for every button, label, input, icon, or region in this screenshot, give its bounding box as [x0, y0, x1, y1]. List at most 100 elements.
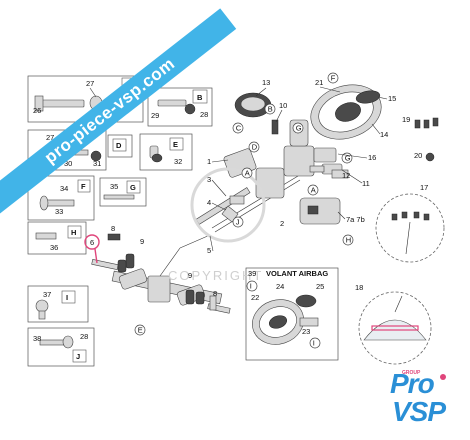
callout-28a: 28 [200, 110, 208, 119]
box-h: H 36 [27, 221, 87, 255]
callout-28b: 28 [80, 332, 88, 341]
callout-37: 37 [43, 290, 51, 299]
callout-31: 31 [93, 159, 101, 168]
cover-15 [355, 90, 381, 104]
ref-circle-e [134, 324, 146, 336]
box-g: G 35 [99, 177, 147, 207]
callout-10: 10 [279, 101, 287, 110]
boots [117, 253, 205, 305]
callout-29: 29 [151, 111, 159, 120]
callout-9a: 9 [140, 237, 144, 246]
callout-27b: 27 [46, 133, 54, 142]
callout-26: 26 [33, 106, 41, 115]
ref-circle-d [248, 141, 260, 153]
ref-letter-g: G [296, 124, 302, 133]
callout-2: 2 [280, 219, 284, 228]
brand-logo: GROUP Pro VSP [378, 364, 462, 430]
callout-20: 20 [414, 151, 422, 160]
detail-17 [375, 193, 445, 263]
callout-34: 34 [60, 184, 68, 193]
callout-17: 17 [420, 183, 428, 192]
clips [414, 117, 439, 162]
box-i-letter: I [66, 293, 68, 302]
box-g-letter: G [130, 183, 136, 192]
callout-15: 15 [388, 94, 396, 103]
box-e: E 32 [139, 133, 193, 171]
callout-32: 32 [174, 157, 182, 166]
ref-circle-c [232, 122, 244, 134]
ref-circle-g [292, 122, 304, 134]
switch-7 [299, 197, 341, 225]
ref-circle-f [327, 72, 339, 84]
callout-11: 11 [362, 179, 370, 188]
ref-letter-b: B [268, 105, 273, 114]
column-shroud [234, 92, 272, 118]
callout-24: 24 [276, 282, 284, 291]
leader-lines [209, 86, 388, 252]
brand-group-text: GROUP [402, 370, 421, 376]
callout-38: 38 [33, 334, 41, 343]
callout-12: 12 [342, 171, 350, 180]
ref-circle-a [241, 167, 253, 179]
ref-letter-i: I [313, 339, 315, 348]
callout-18: 18 [355, 283, 363, 292]
callout-23: 23 [302, 327, 310, 336]
callout-3: 3 [207, 175, 211, 184]
brand-pro-text: Pro [390, 368, 435, 399]
box-f-letter: F [81, 182, 86, 191]
ref-letter-j: J [236, 218, 240, 227]
ref-letter-h: H [346, 236, 351, 245]
callouts: 1 2 3 4 5 6 7a 7b 8 8 9 9 10 11 12 13 14… [90, 78, 428, 336]
callout-13: 13 [262, 78, 270, 87]
ref-circle-a [307, 184, 319, 196]
callout-7a-7b: 7a 7b [346, 215, 365, 224]
callout-35: 35 [110, 182, 118, 191]
ref-letter-a: A [245, 169, 250, 178]
brand-accent-dot [440, 374, 446, 380]
callout-8b: 8 [213, 289, 217, 298]
ref-letter-a: A [311, 186, 316, 195]
callout-4: 4 [207, 198, 211, 207]
box-i: I 37 [27, 285, 89, 323]
callout-21: 21 [315, 78, 323, 87]
box-e-letter: E [173, 140, 178, 149]
airbag-box [245, 267, 339, 361]
callout-1: 1 [207, 157, 211, 166]
ref-circle-h [342, 234, 354, 246]
copyright-text: COPYRIGHT [168, 268, 263, 283]
box-j-letter: J [76, 352, 80, 361]
ref-letter-g: G [345, 154, 351, 163]
ref-letter-c: C [236, 124, 242, 133]
box-d-letter: D [116, 141, 122, 150]
callout-5: 5 [207, 246, 211, 255]
callout-25: 25 [316, 282, 324, 291]
callout-22: 22 [251, 293, 259, 302]
copyright-watermark: COPYRIGHT [168, 167, 266, 283]
box-b-letter: B [197, 93, 203, 102]
airbag-box-title: VOLANT AIRBAG [266, 269, 328, 278]
ref-letter-e: E [138, 326, 143, 335]
callout-8a: 8 [111, 224, 115, 233]
callout-36: 36 [50, 243, 58, 252]
box-b: B 29 28 [147, 87, 213, 127]
ref-circle-b [264, 103, 276, 115]
ref-letter-i: I [250, 282, 252, 291]
brand-vsp-text: VSP [392, 396, 446, 427]
highlighted-part-6 [84, 234, 100, 264]
callout-27a: 27 [86, 79, 94, 88]
box-d: D [107, 134, 133, 158]
callout-6: 6 [90, 238, 94, 247]
small-parts [107, 119, 349, 311]
detail-18 [358, 291, 432, 365]
box-h-letter: H [71, 228, 76, 237]
ref-circle-i [309, 337, 321, 349]
callout-39: 39 [248, 269, 256, 278]
ref-circle-i [246, 280, 258, 292]
ref-letter-f: F [331, 74, 336, 83]
callout-16: 16 [368, 153, 376, 162]
callout-19: 19 [402, 115, 410, 124]
callout-33: 33 [55, 207, 63, 216]
box-f: F 34 33 [27, 175, 95, 221]
